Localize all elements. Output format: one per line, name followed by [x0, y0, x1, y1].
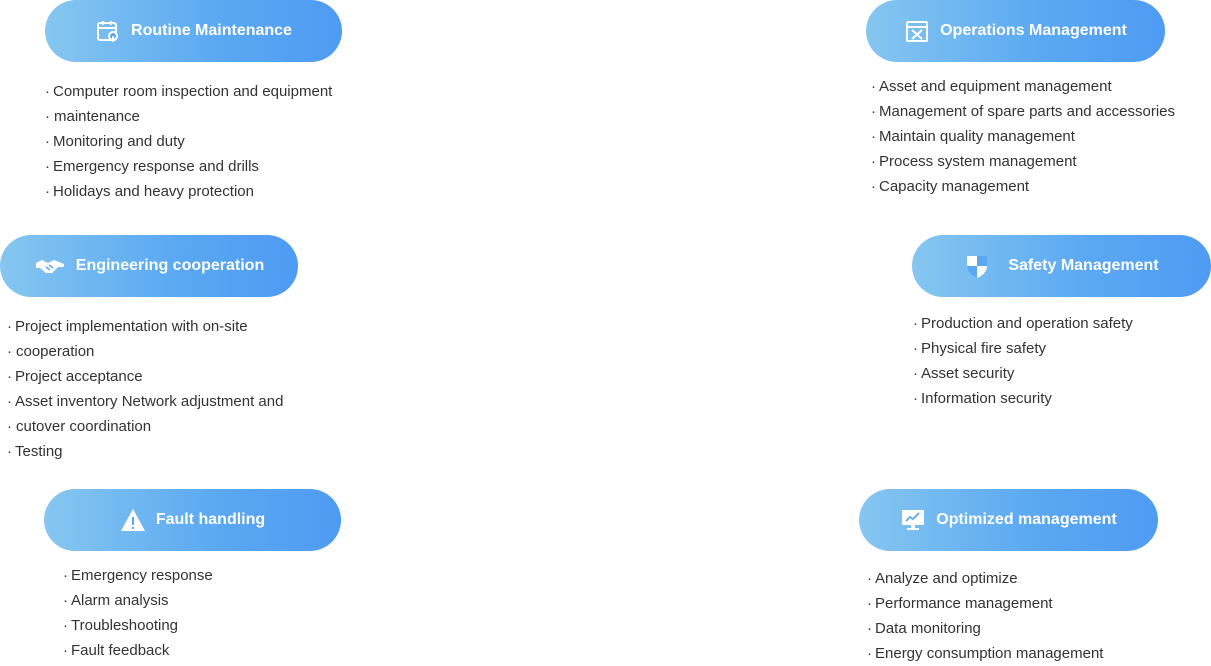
warning-icon	[120, 507, 146, 533]
list-item: Energy consumption management	[867, 641, 1167, 666]
list-item: Data monitoring	[867, 616, 1167, 641]
engineering-cooperation-list: Project implementation with on-site coop…	[7, 314, 327, 464]
operations-management-pill: Operations Management	[866, 0, 1165, 62]
list-item: cutover coordination	[7, 414, 327, 439]
list-item: Process system management	[871, 149, 1206, 174]
toolbox-icon	[904, 18, 930, 44]
list-item: Project acceptance	[7, 364, 327, 389]
list-item: Asset security	[913, 361, 1208, 386]
operations-management-title: Operations Management	[940, 22, 1127, 39]
calendar-tool-icon	[95, 18, 121, 44]
list-item: Information security	[913, 386, 1208, 411]
routine-maintenance-title: Routine Maintenance	[131, 22, 292, 39]
optimized-management-title: Optimized management	[936, 511, 1117, 528]
list-item: Holidays and heavy protection	[45, 179, 375, 204]
list-item: Physical fire safety	[913, 336, 1208, 361]
engineering-cooperation-title: Engineering cooperation	[75, 257, 265, 274]
list-item: cooperation	[7, 339, 327, 364]
safety-management-pill: Safety Management	[912, 235, 1211, 297]
list-item: Analyze and optimize	[867, 566, 1167, 591]
list-item: Alarm analysis	[63, 588, 323, 613]
optimized-management-list: Analyze and optimize Performance managem…	[867, 566, 1167, 666]
list-item: Testing	[7, 439, 327, 464]
list-item: Emergency response	[63, 563, 323, 588]
list-item: Asset and equipment management	[871, 74, 1206, 99]
fault-handling-list: Emergency response Alarm analysis Troubl…	[63, 563, 323, 663]
list-item: Computer room inspection and equipment	[45, 79, 375, 104]
routine-maintenance-list: Computer room inspection and equipment m…	[45, 79, 375, 204]
optimized-management-pill: Optimized management	[859, 489, 1158, 551]
list-item: Production and operation safety	[913, 311, 1208, 336]
list-item: Maintain quality management	[871, 124, 1206, 149]
routine-maintenance-pill: Routine Maintenance	[45, 0, 342, 62]
list-item: Project implementation with on-site	[7, 314, 327, 339]
list-item: Emergency response and drills	[45, 154, 375, 179]
list-item: Asset inventory Network adjustment and	[7, 389, 327, 414]
operations-management-list: Asset and equipment management Managemen…	[871, 74, 1206, 199]
safety-management-list: Production and operation safety Physical…	[913, 311, 1208, 411]
list-item: Performance management	[867, 591, 1167, 616]
fault-handling-title: Fault handling	[155, 511, 266, 528]
list-item: maintenance	[45, 104, 375, 129]
monitor-chart-icon	[900, 507, 926, 533]
fault-handling-pill: Fault handling	[44, 489, 341, 551]
engineering-cooperation-pill: Engineering cooperation	[0, 235, 298, 297]
handshake-icon	[34, 253, 66, 279]
list-item: Troubleshooting	[63, 613, 323, 638]
shield-icon	[964, 253, 990, 279]
list-item: Management of spare parts and accessorie…	[871, 99, 1206, 124]
list-item: Monitoring and duty	[45, 129, 375, 154]
list-item: Fault feedback	[63, 638, 323, 663]
safety-management-title: Safety Management	[1008, 257, 1159, 274]
list-item: Capacity management	[871, 174, 1206, 199]
